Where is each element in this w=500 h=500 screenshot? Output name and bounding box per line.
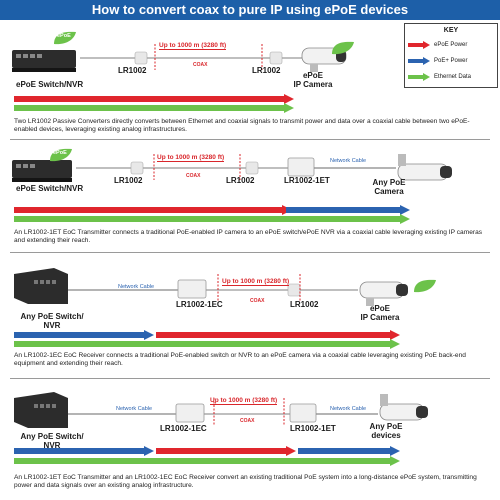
camera-label: ePoE IP Camera bbox=[293, 71, 333, 89]
converter-left-label: LR1002 bbox=[118, 66, 147, 75]
key-item-poe-power: PoE+ Power bbox=[408, 57, 468, 65]
divider bbox=[10, 139, 490, 140]
key-item-epoe-power: ePoE Power bbox=[408, 41, 467, 49]
receiver-icon bbox=[177, 279, 207, 299]
network-cable-label: Network Cable bbox=[116, 406, 153, 412]
distance-label: Up to 1000 m (3280 ft) bbox=[157, 154, 225, 162]
network-cable-label: Network Cable bbox=[330, 158, 367, 164]
distance-label: Up to 1000 m (3280 ft) bbox=[159, 42, 227, 50]
coax-label: COAX bbox=[250, 298, 265, 304]
coax-cable bbox=[68, 398, 378, 426]
transmitter-icon bbox=[287, 157, 315, 177]
camera-label: ePoE IP Camera bbox=[360, 304, 400, 322]
epoe-power-arrow bbox=[14, 205, 292, 215]
switch-label: ePoE Switch/NVR bbox=[16, 80, 84, 89]
coax-label: COAX bbox=[193, 62, 208, 68]
epoe-badge-icon bbox=[414, 279, 436, 293]
epoe-badge: ePoE bbox=[57, 33, 71, 39]
distance-label: Up to 1000 m (3280 ft) bbox=[222, 278, 290, 286]
key-item-ethernet-data: Ethernet Data bbox=[408, 73, 471, 81]
converter-right-label: LR1002 bbox=[252, 66, 281, 75]
red-arrow-icon bbox=[408, 41, 430, 49]
network-cable-label: Network Cable bbox=[118, 284, 155, 290]
ethernet-data-arrow bbox=[14, 103, 294, 113]
poe-power-arrow bbox=[298, 446, 400, 456]
epoe-badge-icon bbox=[332, 41, 354, 55]
ethernet-data-arrow bbox=[14, 456, 400, 466]
transmitter-label: LR1002-1ET bbox=[284, 176, 330, 185]
receiver-label: LR1002-1EC bbox=[176, 300, 223, 309]
ethernet-data-arrow bbox=[14, 339, 400, 349]
epoe-badge: ePoE bbox=[53, 150, 67, 156]
converter-left-label: LR1002 bbox=[114, 176, 143, 185]
camera-icon bbox=[359, 281, 408, 306]
key-label: Ethernet Data bbox=[434, 74, 472, 80]
camera-icon bbox=[397, 154, 452, 181]
power-data-arrows bbox=[14, 205, 410, 224]
poe-power-arrow bbox=[286, 205, 410, 215]
divider bbox=[10, 252, 490, 253]
camera-label: Any PoE devices bbox=[369, 422, 403, 440]
coax-label: COAX bbox=[240, 418, 255, 424]
switch-label: ePoE Switch/NVR bbox=[16, 184, 84, 193]
epoe-badge-icon bbox=[50, 148, 72, 162]
power-data-arrows bbox=[14, 446, 400, 466]
key-label: ePoE Power bbox=[434, 42, 468, 48]
key-label: PoE+ Power bbox=[434, 58, 468, 64]
page-title: How to convert coax to pure IP using ePo… bbox=[0, 0, 500, 20]
poe-power-arrow bbox=[14, 446, 154, 456]
caption: An LR1002-1ET EoC Transmitter connects a… bbox=[14, 229, 483, 244]
transmitter-icon bbox=[289, 403, 317, 423]
green-arrow-icon bbox=[408, 73, 430, 81]
coax-cable bbox=[80, 44, 305, 70]
receiver-label: LR1002-1EC bbox=[160, 424, 207, 433]
switch-icon bbox=[14, 392, 68, 428]
coax-cable bbox=[68, 274, 358, 302]
switch-icon bbox=[12, 50, 76, 72]
epoe-power-arrow bbox=[156, 446, 296, 456]
converter-right-label: LR1002 bbox=[290, 300, 319, 309]
caption: Two LR1002 Passive Converters directly c… bbox=[14, 118, 470, 133]
transmitter-label: LR1002-1ET bbox=[290, 424, 336, 433]
switch-label: Any PoE Switch/ NVR bbox=[20, 432, 84, 450]
power-data-arrows bbox=[14, 94, 294, 113]
receiver-icon bbox=[175, 403, 205, 423]
poe-power-arrow bbox=[14, 330, 154, 340]
ethernet-data-arrow bbox=[14, 214, 410, 224]
power-data-arrows bbox=[14, 330, 400, 349]
switch-icon bbox=[14, 268, 68, 304]
blue-arrow-icon bbox=[408, 57, 430, 65]
switch-icon bbox=[12, 160, 72, 182]
network-cable-label: Network Cable bbox=[330, 406, 367, 412]
epoe-power-arrow bbox=[14, 94, 294, 104]
distance-label: Up to 1000 m (3280 ft) bbox=[210, 397, 278, 405]
key-title: KEY bbox=[443, 27, 459, 34]
coax-cable bbox=[76, 154, 396, 180]
camera-icon bbox=[379, 394, 428, 421]
switch-label: Any PoE Switch/ NVR bbox=[20, 312, 84, 330]
divider bbox=[10, 378, 490, 379]
camera-label: Any PoE Camera bbox=[372, 178, 406, 196]
caption: An LR1002-1EC EoC Receiver connects a tr… bbox=[14, 352, 466, 367]
coax-label: COAX bbox=[186, 173, 201, 179]
converter-right-label: LR1002 bbox=[226, 176, 255, 185]
epoe-power-arrow bbox=[156, 330, 400, 340]
caption: An LR1002-1ET EoC Transmitter and an LR1… bbox=[14, 474, 477, 489]
epoe-badge-icon bbox=[54, 31, 76, 45]
key-legend: KEY ePoE Power PoE+ Power Ethernet Data bbox=[404, 23, 498, 88]
